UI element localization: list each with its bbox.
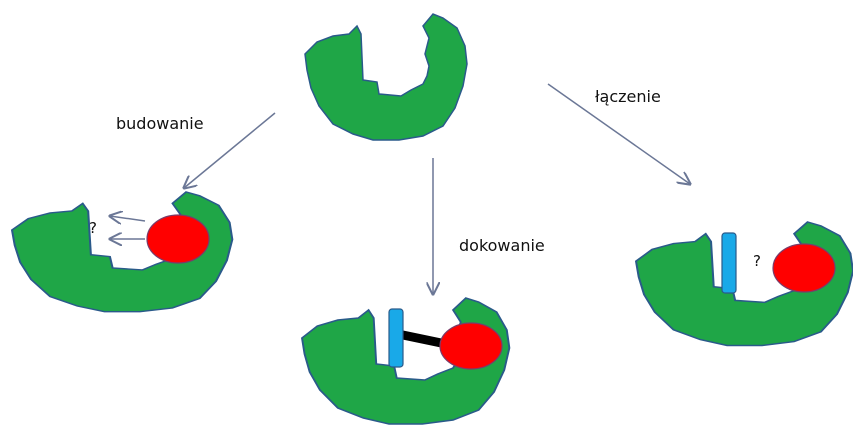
ligand-linking [773, 244, 835, 292]
ligand-docking [440, 323, 502, 369]
protein-top [305, 14, 467, 140]
question-mark-linking: ? [753, 252, 761, 270]
label-linking: łączenie [595, 87, 661, 106]
label-building: budowanie [116, 114, 204, 133]
label-docking: dokowanie [459, 236, 545, 255]
fragment-linking [722, 233, 736, 293]
ligand-building [147, 215, 209, 263]
question-mark-building: ? [89, 219, 97, 237]
grow-arrow-upper [110, 216, 145, 221]
fragment-docking [389, 309, 403, 367]
linker-docking [398, 334, 446, 344]
